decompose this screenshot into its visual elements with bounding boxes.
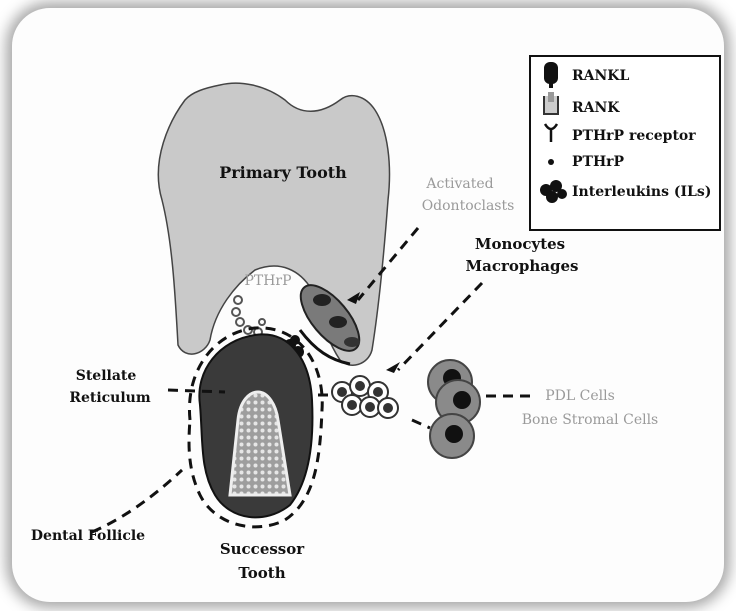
- pdl-cells-label-1: PDL Cells: [545, 388, 615, 404]
- legend-label-pthrp-receptor: PTHrP receptor: [572, 128, 696, 144]
- successor-tooth-germ: [199, 334, 312, 517]
- arrow-monocytes: [398, 283, 482, 370]
- monocytes-label-1: Monocytes: [475, 235, 565, 253]
- monocytes-label-2: Macrophages: [466, 257, 579, 275]
- successor-tooth-label-1: Successor: [220, 540, 305, 558]
- activated-odontoclasts-label-2: Odontoclasts: [422, 198, 515, 214]
- successor-tooth-label-2: Tooth: [238, 564, 285, 582]
- pthrp-particles: [232, 296, 265, 336]
- pthrp-dot-icon: [548, 159, 554, 165]
- arrow-dental-follicle: [92, 470, 182, 532]
- activated-odontoclasts-label-1: Activated: [425, 176, 493, 192]
- pdl-cells-label-2: Bone Stromal Cells: [522, 412, 659, 428]
- legend-label-rankl: RANKL: [572, 68, 629, 84]
- dental-follicle-label: Dental Follicle: [31, 528, 145, 544]
- stellate-label-1: Stellate: [76, 368, 137, 384]
- pthrp-label: PTHrP: [244, 273, 291, 289]
- legend-label-rank: RANK: [572, 100, 620, 116]
- pdl-stromal-cells: [428, 360, 480, 458]
- legend: RANKL RANK PTHrP receptor PTHrP Interleu…: [530, 56, 720, 230]
- primary-tooth-label: Primary Tooth: [219, 163, 347, 182]
- monocyte-macrophage-cells: [332, 376, 398, 418]
- stellate-label-2: Reticulum: [69, 390, 151, 406]
- legend-label-interleukins: Interleukins (ILs): [572, 184, 711, 200]
- legend-label-pthrp: PTHrP: [572, 154, 625, 170]
